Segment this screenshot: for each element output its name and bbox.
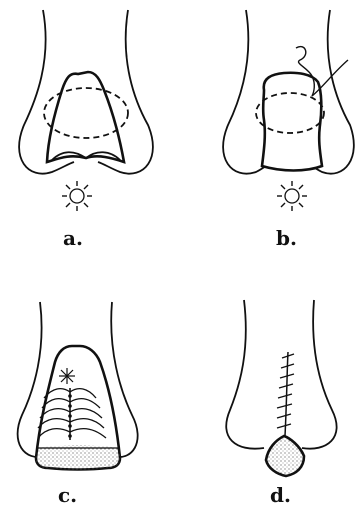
panel-d-nose-outline — [226, 300, 264, 449]
panel-a: a. — [19, 10, 153, 250]
panel-d: d. — [226, 300, 336, 507]
panel-d-label: d. — [270, 483, 291, 507]
panel-c: c. — [18, 302, 138, 507]
panel-b: b. — [223, 10, 354, 250]
panel-a-label: a. — [63, 226, 83, 250]
panel-b-label: b. — [276, 226, 297, 250]
panel-a-triangular-flap — [47, 72, 124, 162]
panel-c-label: c. — [58, 483, 77, 507]
panel-c-stippled-base — [36, 445, 120, 470]
panel-b-rounded-flap — [262, 73, 322, 171]
panel-a-light-source-icon — [62, 181, 92, 211]
panel-b-light-source-icon — [277, 181, 307, 211]
panel-d-diamond-graft — [266, 436, 304, 476]
panel-d-vertical-suture-line — [285, 352, 288, 436]
panel-c-star-icon — [59, 368, 75, 384]
panel-d-nose-outline-right — [302, 300, 337, 449]
